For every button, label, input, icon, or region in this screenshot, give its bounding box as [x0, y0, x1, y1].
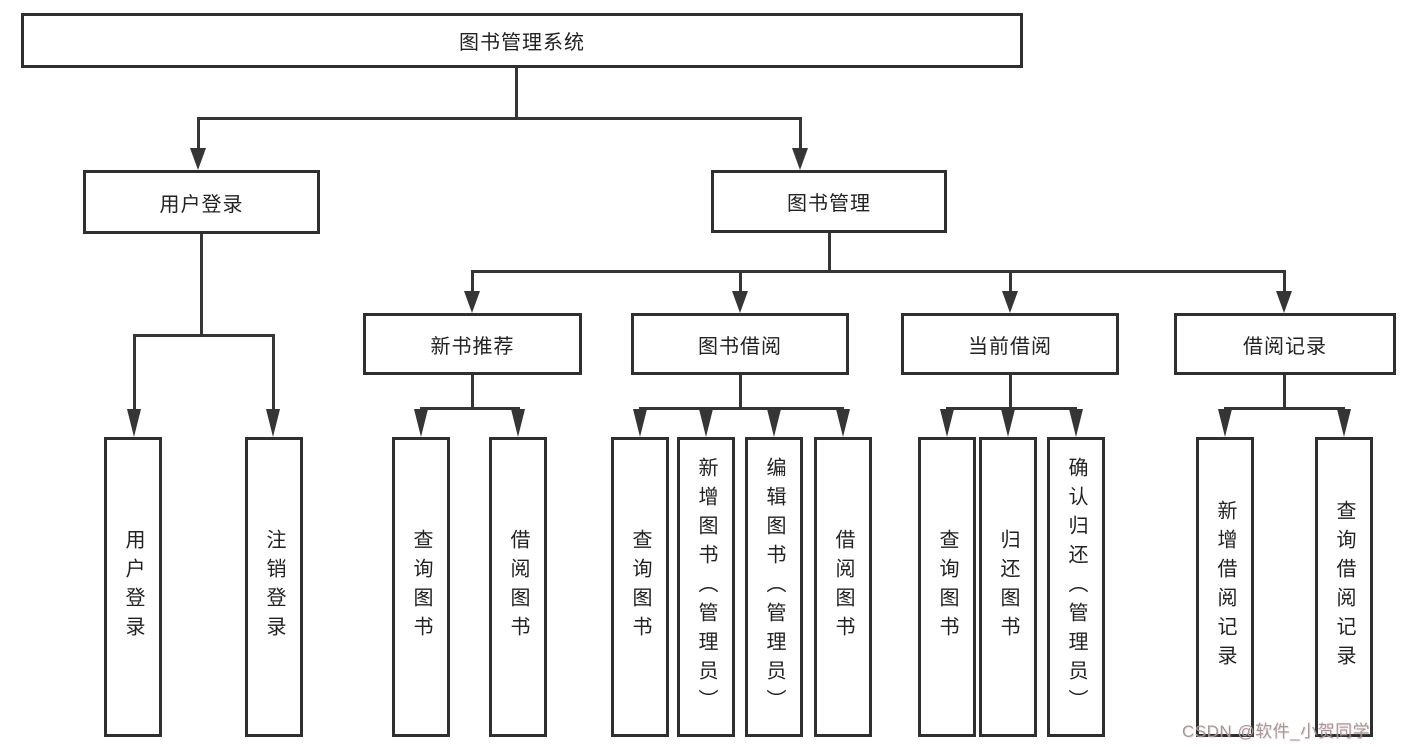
connector-line — [739, 270, 742, 294]
node-current-borrowing: 当前借阅 — [901, 313, 1119, 375]
connector-line — [197, 117, 802, 120]
arrow-down-icon — [1069, 409, 1083, 437]
node-label: 图书借阅 — [698, 335, 782, 358]
node-leaf-logout: 注销登录 — [245, 437, 303, 737]
connector-line — [739, 375, 742, 410]
connector-line — [515, 68, 518, 120]
connector-line — [272, 334, 275, 412]
connector-line — [946, 407, 1077, 410]
connector-line — [1009, 270, 1012, 294]
node-label: 图书管理 — [787, 193, 871, 215]
node-library-management-system: 图书管理系统 — [21, 13, 1023, 68]
arrow-down-icon — [940, 409, 954, 437]
arrow-down-icon — [1001, 409, 1015, 437]
node-label: 编辑图书（管理员） — [763, 456, 785, 718]
node-label: 查询借阅记录 — [1333, 500, 1355, 674]
connector-line — [471, 375, 474, 410]
node-leaf-add-borrow-record: 新增借阅记录 — [1196, 437, 1254, 737]
node-borrowing-records: 借阅记录 — [1174, 313, 1396, 375]
node-label: 确认归还（管理员） — [1065, 456, 1087, 718]
node-leaf-user-login: 用户登录 — [104, 437, 162, 737]
node-leaf-return-books: 归还图书 — [979, 437, 1037, 737]
arrow-down-icon — [767, 409, 781, 437]
connector-line — [200, 234, 203, 337]
arrow-down-icon — [1218, 409, 1232, 437]
connector-line — [799, 117, 802, 150]
node-label: 归还图书 — [997, 529, 1019, 645]
node-user-login: 用户登录 — [83, 170, 320, 234]
connector-line — [1283, 375, 1286, 410]
connector-line — [1009, 375, 1012, 410]
connector-line — [1283, 270, 1286, 294]
connector-line — [133, 334, 275, 337]
node-leaf-query-borrow-record: 查询借阅记录 — [1315, 437, 1373, 737]
node-label: 查询图书 — [629, 529, 651, 645]
connector-line — [471, 270, 1285, 273]
connector-line — [471, 270, 474, 294]
arrow-down-icon — [633, 409, 647, 437]
arrow-down-icon — [414, 409, 428, 437]
node-leaf-confirm-return-admin: 确认归还（管理员） — [1047, 437, 1105, 737]
node-label: 查询图书 — [410, 529, 432, 645]
node-book-management: 图书管理 — [711, 170, 947, 233]
node-book-borrowing: 图书借阅 — [631, 313, 849, 375]
arrow-down-icon — [511, 409, 525, 437]
node-label: 借阅记录 — [1243, 335, 1327, 358]
csdn-watermark: CSDN @软件_小贺同学 — [1182, 722, 1371, 741]
arrow-down-icon — [1337, 409, 1351, 437]
node-label: 注销登录 — [263, 529, 285, 645]
connector-line — [133, 334, 136, 412]
arrow-down-icon — [190, 148, 206, 170]
node-label: 新增图书（管理员） — [695, 456, 717, 718]
node-leaf-query-books-current: 查询图书 — [918, 437, 976, 737]
connector-line — [1224, 407, 1345, 410]
node-leaf-query-books-recommend: 查询图书 — [392, 437, 450, 737]
node-label: 借阅图书 — [832, 529, 854, 645]
arrow-down-icon — [1276, 291, 1292, 313]
connector-line — [828, 233, 831, 273]
node-new-book-recommend: 新书推荐 — [363, 313, 582, 375]
arrow-down-icon — [836, 409, 850, 437]
node-label: 用户登录 — [122, 529, 144, 645]
node-label: 用户登录 — [159, 193, 244, 216]
connector-line — [420, 407, 520, 410]
node-label: 图书管理系统 — [459, 32, 585, 54]
node-leaf-add-books-admin: 新增图书（管理员） — [677, 437, 735, 737]
arrow-down-icon — [1002, 291, 1018, 313]
node-label: 借阅图书 — [507, 529, 529, 645]
arrow-down-icon — [732, 291, 748, 313]
node-label: 新书推荐 — [430, 335, 515, 358]
node-label: 新增借阅记录 — [1214, 500, 1236, 674]
arrow-down-icon — [127, 409, 141, 437]
arrow-down-icon — [266, 409, 280, 437]
arrow-down-icon — [699, 409, 713, 437]
node-leaf-query-books-borrowing: 查询图书 — [611, 437, 669, 737]
node-leaf-borrow-books-borrowing: 借阅图书 — [814, 437, 872, 737]
connector-line — [197, 117, 200, 150]
node-label: 当前借阅 — [968, 335, 1052, 358]
node-leaf-edit-books-admin: 编辑图书（管理员） — [745, 437, 803, 737]
node-label: 查询图书 — [936, 529, 958, 645]
connector-line — [639, 407, 844, 410]
node-leaf-borrow-books-recommend: 借阅图书 — [489, 437, 547, 737]
arrow-down-icon — [792, 148, 808, 170]
arrow-down-icon — [464, 291, 480, 313]
